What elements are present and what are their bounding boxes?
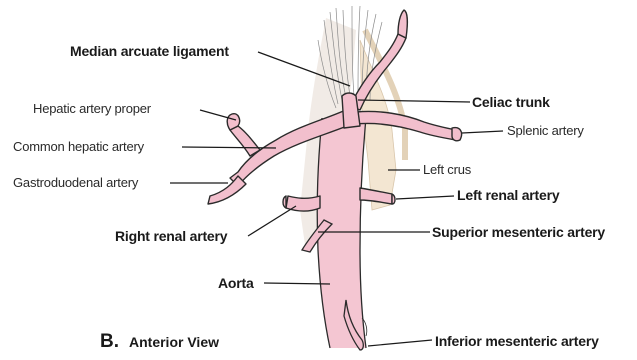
label-superior-mesenteric-artery: Superior mesenteric artery xyxy=(432,225,605,239)
label-common-hepatic-artery: Common hepatic artery xyxy=(13,140,144,153)
leader-splenic xyxy=(462,131,503,133)
leader-common-hepatic xyxy=(182,147,276,148)
leader-ima xyxy=(368,340,432,346)
figure-caption: B. Anterior View xyxy=(100,332,219,351)
label-left-renal-artery: Left renal artery xyxy=(457,188,559,202)
label-aorta: Aorta xyxy=(218,276,254,290)
label-median-arcuate-ligament: Median arcuate ligament xyxy=(70,44,229,58)
leader-left-renal xyxy=(396,196,454,199)
label-left-crus: Left crus xyxy=(423,163,471,176)
label-celiac-trunk: Celiac trunk xyxy=(472,95,550,109)
caption-letter: B. xyxy=(100,331,119,352)
label-inferior-mesenteric-artery: Inferior mesenteric artery xyxy=(435,334,599,348)
label-hepatic-artery-proper: Hepatic artery proper xyxy=(33,102,151,115)
label-splenic-artery: Splenic artery xyxy=(507,124,584,137)
leader-right-renal xyxy=(248,206,296,236)
caption-text: Anterior View xyxy=(129,334,219,350)
label-right-renal-artery: Right renal artery xyxy=(115,229,227,243)
label-gastroduodenal-artery: Gastroduodenal artery xyxy=(13,176,138,189)
